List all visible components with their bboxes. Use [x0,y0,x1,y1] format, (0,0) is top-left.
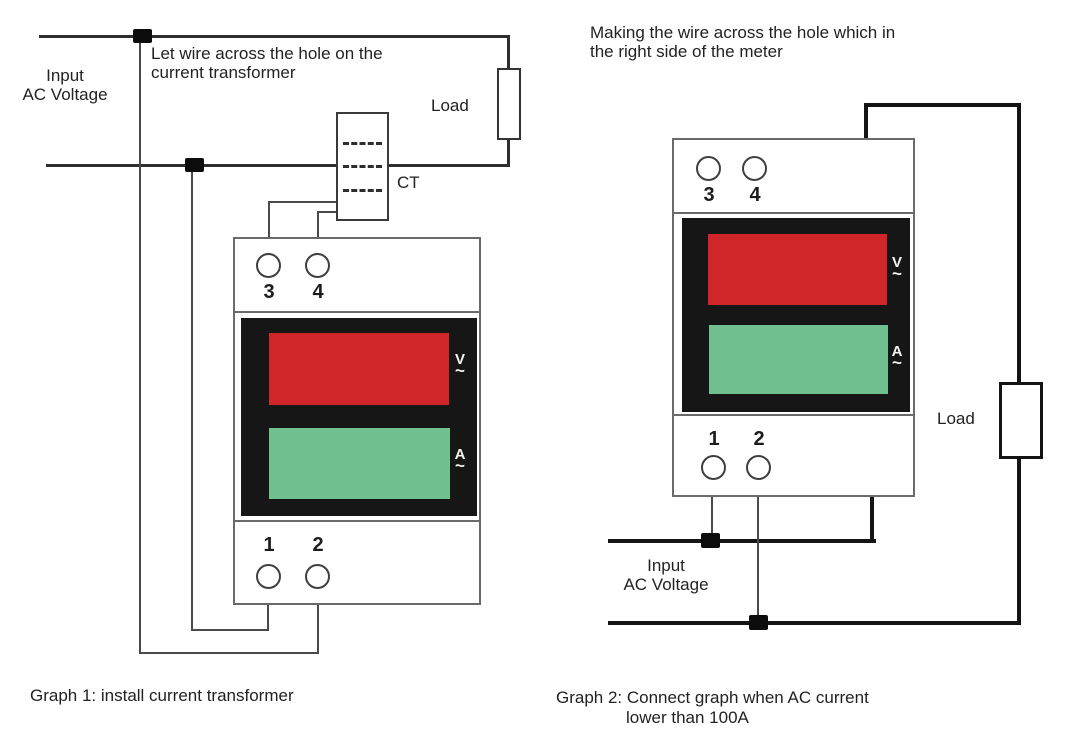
g2-annotation: Making the wire across the hole which in… [590,23,895,61]
g1-annotation-line1: Let wire across the hole on the [151,44,383,63]
g2-meter-divider-top [674,212,913,214]
g1-tap-wire-a-up-to-terminal2 [317,605,319,654]
g1-amp-ac-wave: ~ [455,456,465,475]
g1-annotation-line2: current transformer [151,63,296,82]
g2-terminal1-label: 1 [708,428,720,450]
g1-terminal1-label: 1 [263,534,275,556]
g2-top-wire [864,103,1021,107]
g2-load-resistor [999,382,1043,459]
g1-tap-wire-b-vertical [191,166,193,631]
g2-hole-wire-down [870,495,874,543]
g2-amp-symbol: A [891,343,903,360]
g1-amp-unit: A ~ [447,446,473,475]
g2-amp-ac-wave: ~ [892,353,902,372]
g1-ct-lead1-h [268,201,338,203]
g1-junction-second [185,158,204,172]
g2-terminal3-hole [696,156,721,181]
g2-annotation-line2: the right side of the meter [590,42,783,61]
g2-phase-input-wire [608,539,876,543]
g2-caption-line2: lower than 100A [626,708,749,727]
g2-bottom-return-wire [608,621,1021,625]
g1-junction-phase [133,29,152,43]
g1-ct-lead1-v [268,201,270,239]
g1-ct-lead2-v [317,211,319,239]
g1-volt-symbol: V [454,351,465,368]
g2-input-line2: AC Voltage [623,575,709,594]
g2-terminal1-tap-wire [711,497,713,541]
g1-terminal1-hole [256,564,281,589]
g1-phase-wire-top [39,35,510,38]
g2-terminal2-label: 2 [753,428,765,450]
g1-ct-dash-row2 [343,165,382,168]
g2-junction-phase [701,533,720,548]
g1-input-line1: Input [46,66,84,85]
g2-meter-device: 3 4 V ~ A ~ 1 2 [672,138,915,497]
g1-volt-ac-wave: ~ [455,361,465,380]
g2-terminal1-hole [701,455,726,480]
graph2-diagram: Making the wire across the hole which in… [540,0,1075,738]
g1-terminal3-label: 3 [263,281,275,303]
g2-load-label: Load [937,409,975,428]
g2-hole-wire-up [864,103,868,140]
g1-meter-divider-bottom [235,520,479,522]
g1-ct-dash-row3 [343,189,382,192]
g2-input-line1: Input [647,556,685,575]
g2-right-wire-to-load [1017,103,1021,384]
g1-voltmeter-screen [269,333,449,405]
g2-terminal3-label: 3 [703,184,715,206]
g1-ammeter-screen [269,428,450,499]
g1-terminal2-hole [305,564,330,589]
g1-load-label: Load [431,96,469,115]
g2-volt-ac-wave: ~ [892,264,902,283]
g1-meter-display: V ~ A ~ [241,318,477,516]
g2-caption-line1: Graph 2: Connect graph when AC current [556,688,869,707]
g1-ct-label: CT [397,173,420,192]
g2-ammeter-screen [709,325,888,394]
g2-terminal4-label: 4 [749,184,761,206]
g1-volt-unit: V ~ [447,351,473,380]
g1-second-wire-right [389,164,510,167]
g2-volt-unit: V ~ [884,254,910,283]
g2-junction-return [749,615,768,630]
g1-terminal2-label: 2 [312,534,324,556]
g1-tap-wire-b-bottom [191,629,269,631]
g2-input-ac-voltage-label: Input AC Voltage [614,556,718,594]
g1-terminal3-hole [256,253,281,278]
g1-ct-dash-row1 [343,142,382,145]
g2-terminal2-hole [746,455,771,480]
g1-amp-symbol: A [454,446,466,463]
g2-load-down-wire [1017,457,1021,625]
g1-caption: Graph 1: install current transformer [30,686,294,705]
g2-meter-display: V ~ A ~ [682,218,910,412]
g1-current-transformer-box [336,112,389,221]
g2-volt-symbol: V [891,254,902,271]
g1-load-wire-lower [507,138,510,167]
g1-meter-device: 3 4 V ~ A ~ 1 2 [233,237,481,605]
g1-terminal4-label: 4 [312,281,324,303]
g1-tap-wire-b-up-to-terminal1 [267,605,269,631]
g2-meter-divider-bottom [674,414,913,416]
g2-terminal2-tap-wire [757,497,759,623]
g1-load-resistor [497,68,521,140]
g1-input-ac-voltage-label: Input AC Voltage [14,66,116,104]
g1-annotation: Let wire across the hole on the current … [151,44,383,82]
g2-terminal4-hole [742,156,767,181]
g2-amp-unit: A ~ [884,343,910,372]
g1-input-line2: AC Voltage [22,85,108,104]
g2-caption: Graph 2: Connect graph when AC current l… [556,688,869,728]
g1-load-wire-upper [507,35,510,70]
g1-meter-divider-top [235,311,479,313]
g1-terminal4-hole [305,253,330,278]
graph1-diagram: Load CT Let wire across the hole on the … [14,29,521,705]
g2-annotation-line1: Making the wire across the hole which in [590,23,896,42]
g2-voltmeter-screen [708,234,887,305]
g1-tap-wire-a-bottom [139,652,319,654]
g1-tap-wire-a-vertical [139,32,141,654]
